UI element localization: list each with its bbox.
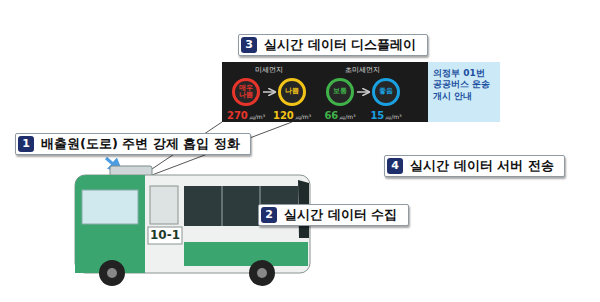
window-frame <box>222 186 223 226</box>
unit-text: ㎍/m³ <box>385 113 401 120</box>
level-name: 나쁨 <box>281 81 303 103</box>
unit-text: ㎍/m³ <box>249 113 265 120</box>
section-header: 미세먼지 <box>255 66 283 75</box>
callout-box: 실시간 데이터 서버 전송4 <box>384 155 565 177</box>
callout-number: 4 <box>387 158 403 174</box>
callout-number: 3 <box>241 37 257 53</box>
callout-text: 실시간 데이터 디스플레이 <box>239 35 427 55</box>
level-name: 보통 <box>329 81 351 103</box>
value-row: 15㎍/m³ <box>362 108 410 123</box>
unit-text: ㎍/m³ <box>295 113 311 120</box>
level-gauge: 매우 나쁨270㎍/m³ <box>232 78 260 106</box>
level-name: 좋음 <box>375 81 397 103</box>
callout-text: 실시간 데이터 서버 전송 <box>385 156 564 176</box>
level-arrow <box>263 91 275 93</box>
route-number: 10-1 <box>148 228 182 243</box>
level-gauge: 나쁨120㎍/m³ <box>278 78 306 106</box>
callout-box: 실시간 데이터 디스플레이3 <box>238 34 428 56</box>
level-value: 15 <box>370 110 384 121</box>
level-value: 270 <box>227 110 248 121</box>
display-ground <box>222 62 500 122</box>
level-value: 120 <box>273 110 294 121</box>
bus-door <box>150 186 178 224</box>
number-text: 2 <box>261 207 277 223</box>
level-arrow <box>357 91 369 93</box>
callout-text: 실시간 데이터 수집 <box>259 205 408 225</box>
callout-number: 1 <box>18 136 34 152</box>
section-header: 초미세먼지 <box>345 66 380 75</box>
value-row: 66㎍/m³ <box>316 108 364 123</box>
wheel-hub <box>257 268 267 278</box>
bus <box>75 166 310 286</box>
level-gauge: 보통66㎍/m³ <box>326 78 354 106</box>
wheel-hub <box>107 268 117 278</box>
bus-rear <box>75 175 145 273</box>
route-sign <box>148 227 182 244</box>
number-text: 4 <box>387 158 403 174</box>
level-value: 66 <box>324 110 338 121</box>
number-text: 3 <box>241 37 257 53</box>
number-text: 1 <box>18 136 34 152</box>
level-gauge: 좋음15㎍/m³ <box>372 78 400 106</box>
notice-text: 의정부 01번 공공버스 운송개시 안내 <box>433 68 495 102</box>
callout-box: 실시간 데이터 수집2 <box>258 204 409 226</box>
value-row: 270㎍/m³ <box>222 108 270 123</box>
side-ad <box>82 190 138 224</box>
wheel <box>249 260 275 286</box>
callout-text: 배출원(도로) 주변 강제 흡입 정화 <box>16 134 250 154</box>
callout-number: 2 <box>261 207 277 223</box>
display-panel: 미세먼지초미세먼지매우 나쁨270㎍/m³나쁨120㎍/m³보통66㎍/m³좋음… <box>222 62 500 122</box>
value-row: 120㎍/m³ <box>268 108 316 123</box>
bus-skirt <box>184 242 308 266</box>
unit-text: ㎍/m³ <box>339 113 355 120</box>
notice-panel: 의정부 01번 공공버스 운송개시 안내 <box>428 62 500 122</box>
level-name: 매우 나쁨 <box>235 81 257 103</box>
callout-box: 배출원(도로) 주변 강제 흡입 정화1 <box>15 133 251 155</box>
wheel <box>99 260 125 286</box>
